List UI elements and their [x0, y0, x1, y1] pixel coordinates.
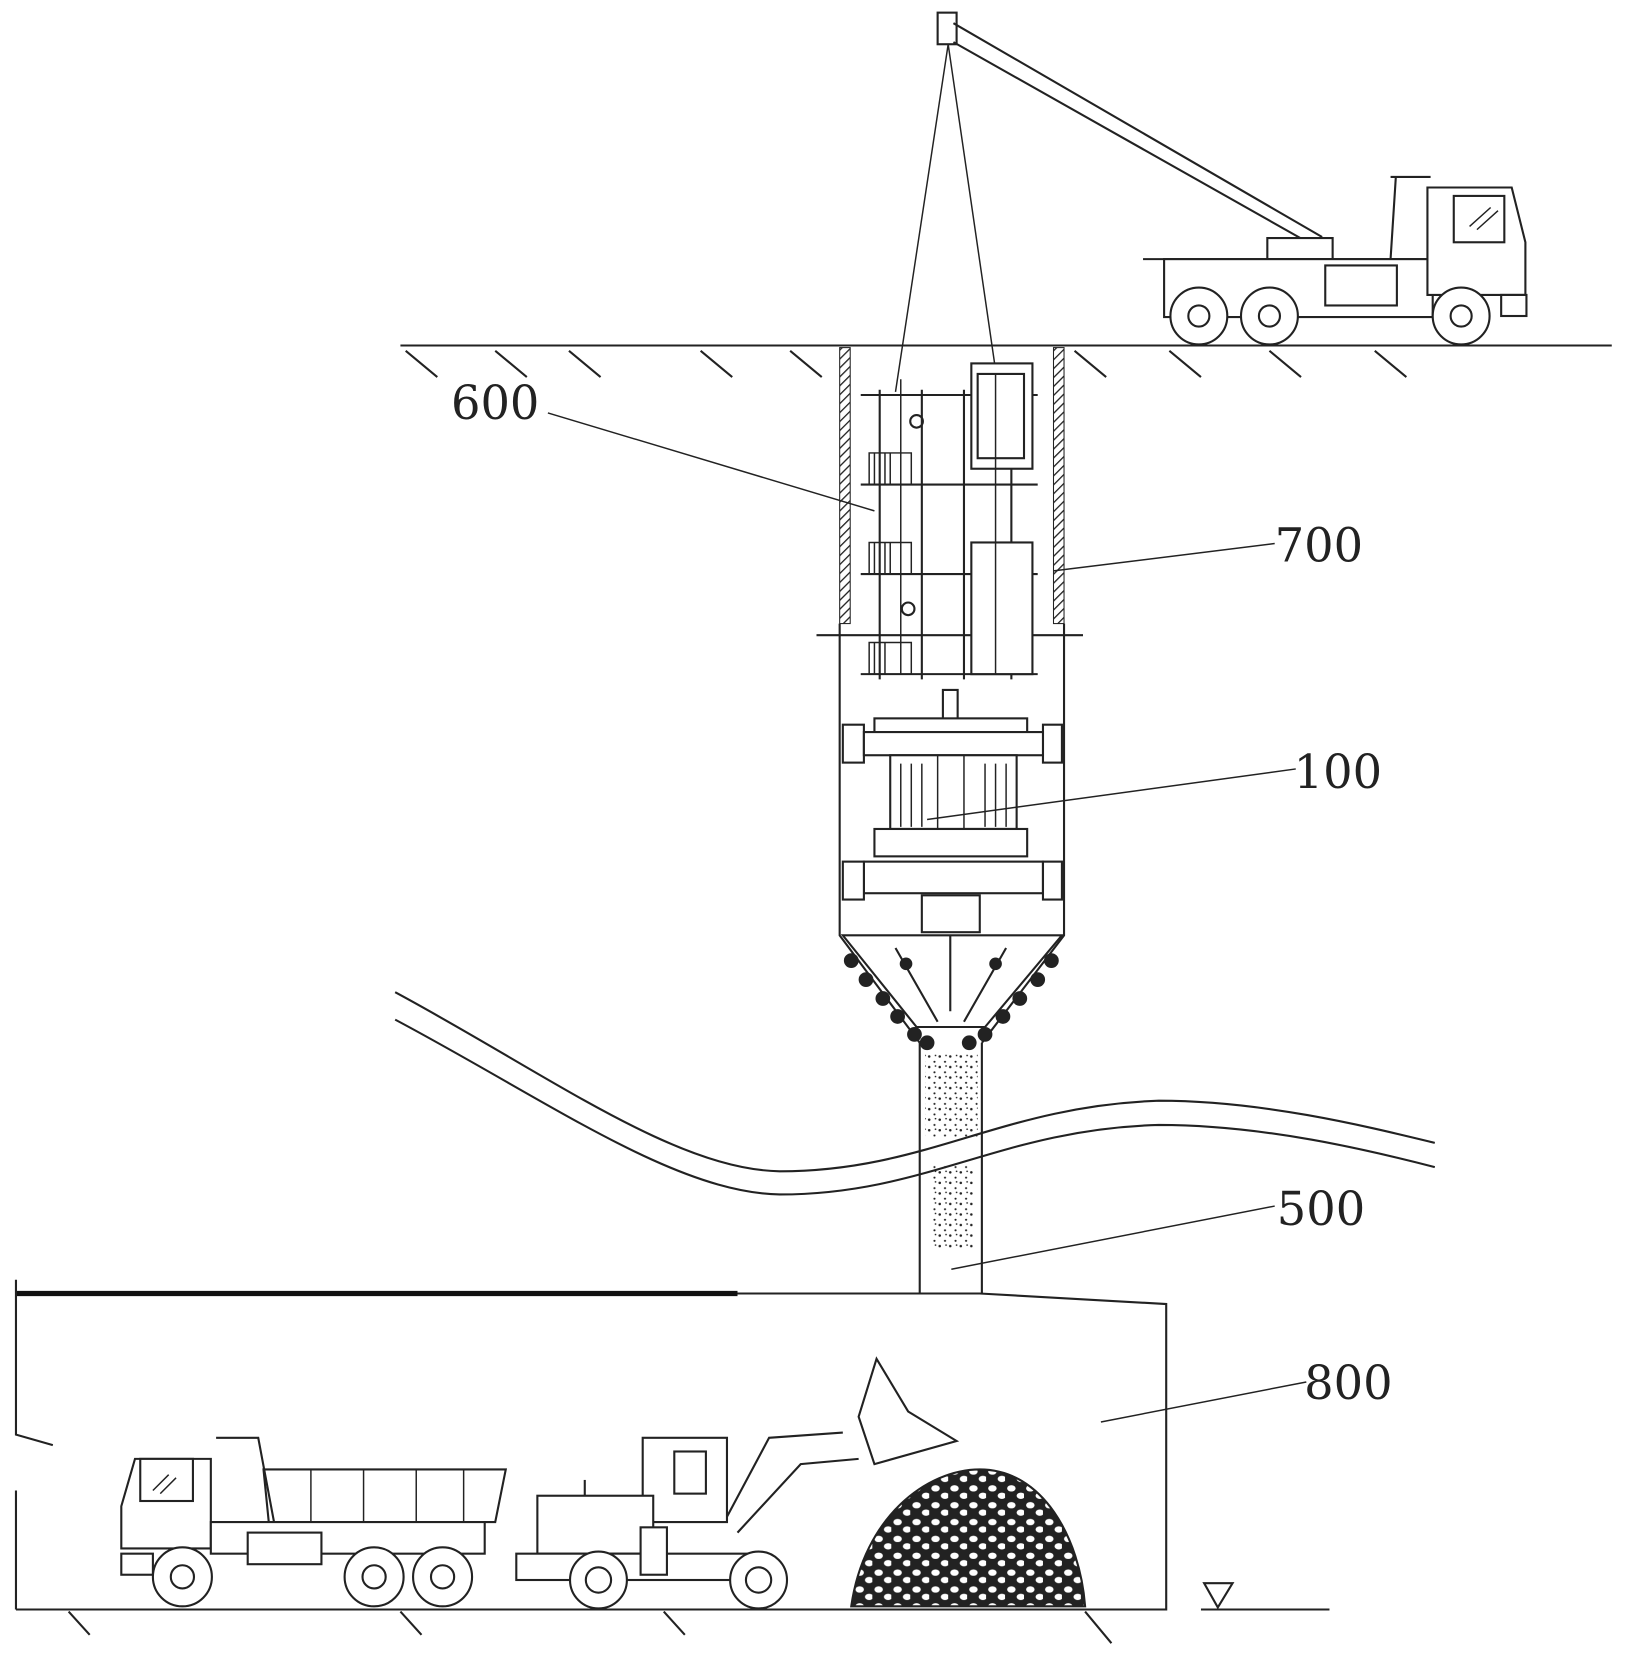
ground-surface: [400, 344, 1612, 378]
tunnel: [14, 1279, 1330, 1644]
label-100: 100: [1294, 745, 1382, 799]
slag-hole: [918, 1042, 983, 1294]
drilling-machine: [841, 688, 1063, 934]
label-600: 600: [451, 376, 539, 430]
crane-truck: [894, 11, 1528, 392]
shaft: [838, 347, 1066, 1044]
label-800: 800: [1304, 1356, 1392, 1410]
cutter-head: [840, 934, 1065, 1051]
strata-boundary: [394, 991, 1436, 1196]
dump-truck: [120, 1436, 508, 1608]
wheel-loader: [515, 1356, 960, 1610]
shaft-platform: [816, 362, 1083, 680]
label-500: 500: [1277, 1182, 1365, 1236]
rock-pile: [850, 1468, 1087, 1608]
truck-wheels: [1169, 286, 1491, 346]
leader-lines: [547, 412, 1307, 1423]
label-700: 700: [1275, 518, 1363, 572]
